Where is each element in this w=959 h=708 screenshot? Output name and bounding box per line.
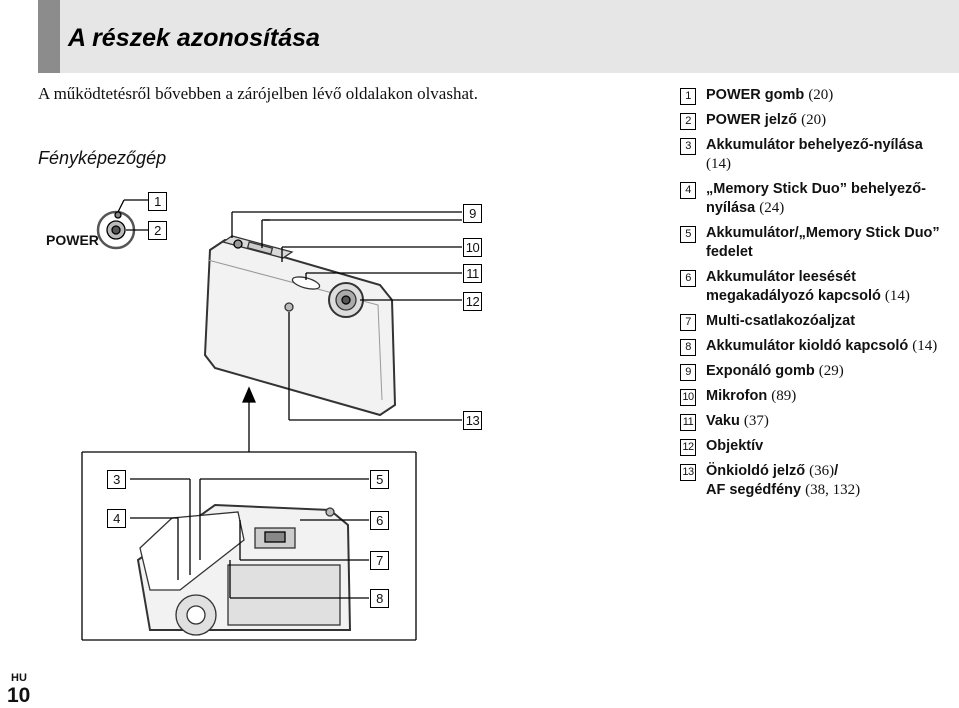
callout-8: 8 (370, 589, 389, 608)
legend-number: 12 (680, 439, 696, 456)
legend-label: Mikrofon (706, 388, 768, 404)
legend-page: (29) (818, 363, 844, 379)
legend-page: (14) (706, 156, 731, 172)
legend-page-2: (38, 132) (805, 482, 861, 498)
callout-6: 6 (370, 511, 389, 530)
legend-page: (89) (771, 388, 797, 404)
legend-label: Akkumulátor kioldó kapcsoló (706, 338, 909, 354)
legend-page: (14) (884, 288, 910, 304)
legend-number: 5 (680, 226, 696, 243)
legend-number: 8 (680, 339, 696, 356)
legend-page: (36) (809, 463, 835, 479)
title-bar (38, 0, 959, 73)
legend-item: 8 Akkumulátor kioldó kapcsoló (14) (680, 337, 950, 356)
legend-page: (20) (801, 112, 827, 128)
legend-item: 3 Akkumulátor behelyező-nyílása (14) (680, 136, 950, 174)
legend-label: POWER gomb (706, 87, 805, 103)
callout-5: 5 (370, 470, 389, 489)
legend-number: 4 (680, 182, 696, 199)
legend-item: 10 Mikrofon (89) (680, 387, 950, 406)
callout-4: 4 (107, 509, 126, 528)
callout-11: 11 (463, 264, 482, 283)
legend-page: (14) (912, 338, 938, 354)
legend-item: 9 Exponáló gomb (29) (680, 362, 950, 381)
legend-label: Akkumulátor behelyező-nyílása (706, 137, 923, 153)
legend-label: Vaku (706, 413, 740, 429)
legend-label: Akkumulátor leesését megakadályozó kapcs… (706, 269, 881, 304)
page-number: 10 (7, 684, 31, 707)
legend-number: 11 (680, 414, 696, 431)
legend-number: 13 (680, 464, 696, 481)
legend-label: POWER jelző (706, 112, 798, 128)
legend-number: 10 (680, 389, 696, 406)
legend-label: Exponáló gomb (706, 363, 815, 379)
legend-number: 9 (680, 364, 696, 381)
legend-item: 2 POWER jelző (20) (680, 111, 950, 130)
legend-label: „Memory Stick Duo” behelyező-nyílása (706, 181, 926, 216)
page-title: A részek azonosítása (68, 24, 320, 52)
legend-page: (37) (743, 413, 769, 429)
intro-text: A működtetésről bővebben a zárójelben lé… (38, 84, 478, 103)
legend-item: 12 Objektív (680, 437, 950, 456)
power-label: POWER (46, 232, 99, 248)
legend-item: 6 Akkumulátor leesését megakadályozó kap… (680, 268, 950, 306)
legend-number: 6 (680, 270, 696, 287)
legend-label: Multi-csatlakozóaljzat (706, 313, 856, 329)
legend-number: 3 (680, 138, 696, 155)
title-accent (38, 0, 60, 73)
callout-12: 12 (463, 292, 482, 311)
legend-label-2: AF segédfény (706, 482, 802, 498)
camera-illustration (81, 199, 462, 641)
callout-7: 7 (370, 551, 389, 570)
legend-item: 13 Önkioldó jelző (36)/ AF segédfény (38,… (680, 462, 950, 500)
callout-9: 9 (463, 204, 482, 223)
legend-label: Önkioldó jelző (706, 463, 806, 479)
parts-legend: 1 POWER gomb (20) 2 POWER jelző (20) 3 A… (680, 86, 950, 506)
callout-2: 2 (148, 221, 167, 240)
language-code: HU (11, 672, 27, 684)
legend-number: 2 (680, 113, 696, 130)
legend-label: Objektív (706, 438, 764, 454)
callout-1: 1 (148, 192, 167, 211)
legend-label: Akkumulátor/„Memory Stick Duo” fedelet (706, 225, 940, 260)
camera-heading: Fényképezőgép (38, 148, 167, 168)
callout-10: 10 (463, 238, 482, 257)
legend-page: (20) (808, 87, 834, 103)
callout-13: 13 (463, 411, 482, 430)
callout-3: 3 (107, 470, 126, 489)
legend-number: 1 (680, 88, 696, 105)
legend-separator: / (834, 463, 839, 479)
legend-item: 11 Vaku (37) (680, 412, 950, 431)
legend-page: (24) (759, 200, 785, 216)
legend-item: 1 POWER gomb (20) (680, 86, 950, 105)
legend-number: 7 (680, 314, 696, 331)
legend-item: 5 Akkumulátor/„Memory Stick Duo” fedelet (680, 224, 950, 262)
legend-item: 4 „Memory Stick Duo” behelyező-nyílása (… (680, 180, 950, 218)
legend-item: 7 Multi-csatlakozóaljzat (680, 312, 950, 331)
